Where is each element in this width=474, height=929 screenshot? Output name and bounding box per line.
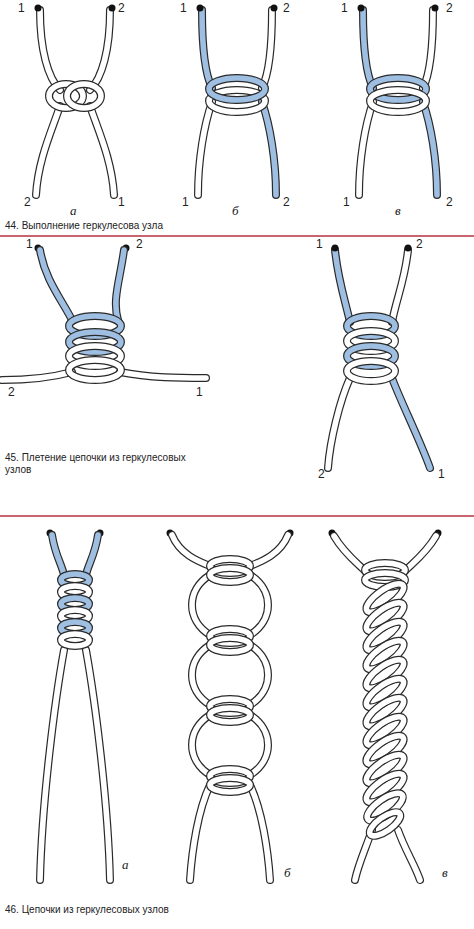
chain-spiral [334, 536, 436, 880]
chain-tight [40, 535, 110, 880]
figure-letter: в [395, 204, 401, 219]
chain-rings [172, 535, 288, 880]
figure-letter: а [122, 858, 129, 873]
strand-number: 1 [196, 386, 203, 400]
strand-number: 2 [24, 196, 31, 210]
chain-step-open [2, 250, 206, 380]
chain-step-closed [328, 250, 430, 468]
separator-line [0, 515, 474, 516]
figure-letter: а [70, 204, 77, 219]
strand-number: 2 [118, 2, 125, 16]
strand-number: 2 [446, 196, 453, 210]
strand-number: 1 [343, 196, 350, 210]
strand-number: 1 [118, 196, 125, 210]
strand-number: 2 [8, 386, 15, 400]
knot-step-c [359, 10, 437, 195]
strand-number: 2 [283, 2, 290, 16]
strand-number: 2 [416, 238, 423, 252]
knot-step-b [198, 10, 276, 195]
strand-number: 1 [180, 2, 187, 16]
figure-caption: 44. Выполнение геркулесова узла [5, 220, 305, 232]
figure-letter: в [442, 866, 448, 881]
knot-step-a [36, 10, 114, 195]
strand-number: 2 [446, 2, 453, 16]
strand-number: 1 [182, 196, 189, 210]
strand-number: 1 [438, 468, 445, 482]
figure-caption: 45. Плетение цепочки из геркулесовых узл… [5, 452, 210, 475]
strand-number: 1 [341, 2, 348, 16]
pins [332, 245, 412, 252]
separator-line [0, 235, 474, 236]
figure-letter: б [232, 204, 239, 219]
strand-number: 1 [26, 238, 33, 252]
strand-number: 2 [283, 196, 290, 210]
strand-number: 1 [18, 2, 25, 16]
strand-number: 2 [136, 238, 143, 252]
figure-letter: б [284, 866, 291, 881]
figure-caption: 46. Цепочки из геркулесовых узлов [5, 904, 305, 916]
strand-number: 1 [316, 238, 323, 252]
strand-number: 2 [318, 468, 325, 482]
